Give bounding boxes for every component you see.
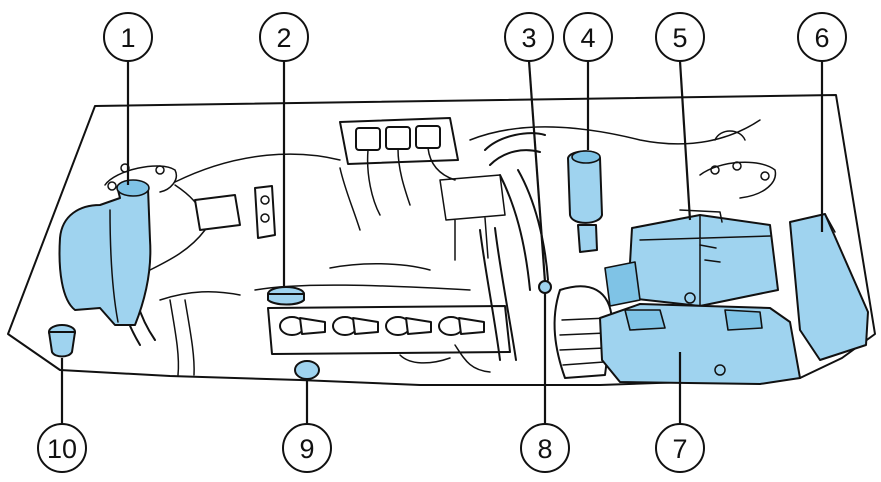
air-filter-housing	[604, 209, 779, 307]
callout-3-label: 3	[521, 23, 536, 53]
relay-block	[339, 117, 459, 231]
oil-dipstick	[538, 280, 552, 294]
vertical-hose-right	[499, 169, 549, 291]
air-intake-duct	[553, 285, 613, 379]
cylinder-head	[254, 262, 511, 373]
callout-1: 1	[103, 12, 153, 62]
callout-2-label: 2	[276, 23, 291, 53]
brake-fluid-reservoir	[567, 150, 603, 253]
right-strut-tower	[699, 130, 777, 199]
callout-2: 2	[259, 12, 309, 62]
callout-4: 4	[563, 12, 613, 62]
callout-9-label: 9	[299, 434, 314, 464]
callout-10-label: 10	[47, 434, 77, 464]
callout-1-label: 1	[120, 23, 135, 53]
callout-10: 10	[37, 423, 87, 473]
coolant-reservoir	[58, 179, 152, 326]
vertical-hose-left	[479, 227, 517, 361]
battery	[599, 292, 801, 385]
leader-lines	[60, 60, 824, 424]
callout-4-label: 4	[580, 23, 595, 53]
callout-6: 6	[797, 12, 847, 62]
centre-bracket	[439, 174, 506, 261]
washer-fluid-cap	[48, 324, 76, 358]
callout-6-label: 6	[814, 23, 829, 53]
callout-8: 8	[520, 423, 570, 473]
callout-7: 7	[655, 423, 705, 473]
callout-3: 3	[504, 12, 554, 62]
callout-5-label: 5	[672, 23, 687, 53]
fuse-box	[789, 213, 869, 361]
firewall-contour	[174, 119, 761, 183]
callout-7-label: 7	[672, 434, 687, 464]
left-relay-box	[194, 194, 241, 231]
callout-9: 9	[282, 423, 332, 473]
lower-left-pipe	[169, 299, 195, 376]
callout-5: 5	[655, 12, 705, 62]
oil-filler-cap	[267, 286, 305, 306]
left-connector	[254, 185, 276, 239]
callout-8-label: 8	[537, 434, 552, 464]
radiator-cap	[294, 360, 320, 380]
